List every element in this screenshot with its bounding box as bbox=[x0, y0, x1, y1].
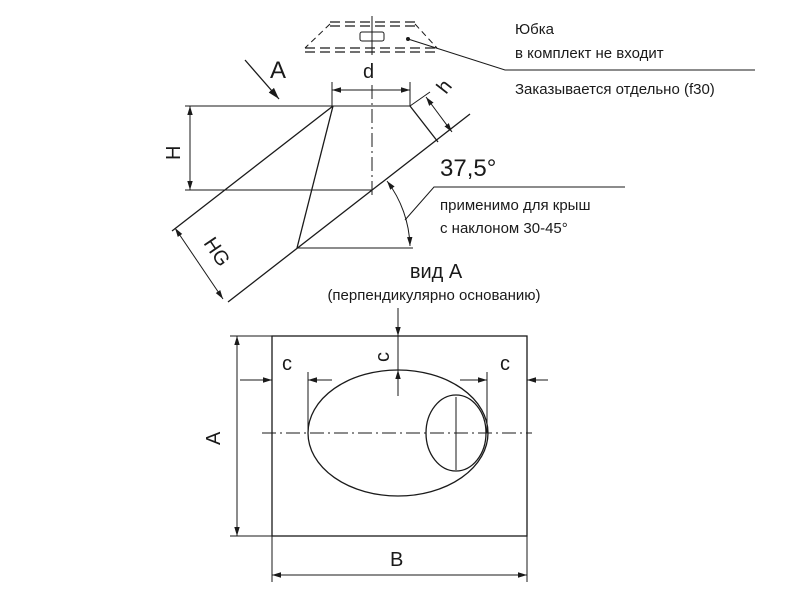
angle-label: 37,5° bbox=[440, 155, 496, 182]
c-top-label: c bbox=[372, 352, 394, 362]
plate-view bbox=[262, 335, 532, 537]
angle-note-2: с наклоном 30-45° bbox=[440, 220, 568, 237]
angle-note-1: применимо для крыш bbox=[440, 197, 591, 214]
B-label: B bbox=[390, 549, 403, 571]
c-left-label: c bbox=[282, 353, 292, 375]
HG-label: HG bbox=[199, 233, 234, 270]
skirt-title: Юбка bbox=[515, 21, 555, 38]
view-arrow bbox=[244, 59, 280, 100]
h-label: h bbox=[433, 76, 457, 98]
c-right-label: c bbox=[500, 353, 510, 375]
angle-leader bbox=[404, 186, 625, 221]
angle-arc bbox=[386, 180, 413, 247]
HG-dimension bbox=[174, 227, 224, 300]
view-arrow-label: A bbox=[270, 57, 286, 84]
skirt-order-note: Заказывается отдельно (f30) bbox=[515, 81, 715, 98]
d-label: d bbox=[363, 61, 374, 83]
view-subtitle: (перпендикулярно основанию) bbox=[327, 287, 540, 304]
h-dimension bbox=[425, 96, 453, 133]
skirt-sketch bbox=[304, 16, 438, 55]
skirt-note: в комплект не входит bbox=[515, 45, 664, 62]
H-label: H bbox=[163, 146, 185, 160]
A-label: A bbox=[203, 431, 225, 445]
view-title: вид А bbox=[410, 261, 463, 283]
flashing-side-view bbox=[171, 85, 471, 303]
skirt-leader-line bbox=[407, 38, 755, 71]
